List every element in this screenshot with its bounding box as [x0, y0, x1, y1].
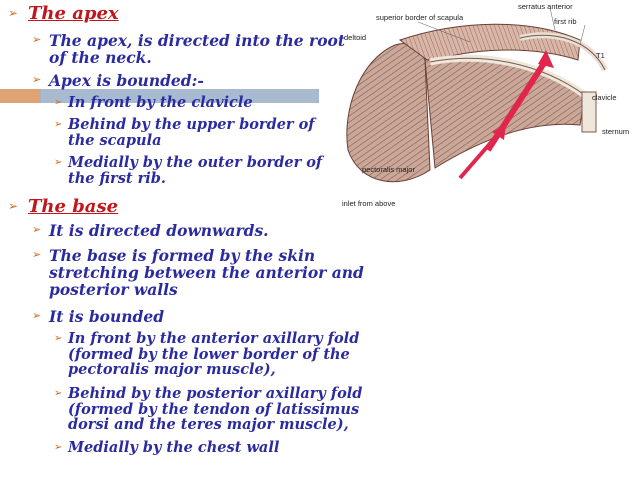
apex-item-1: ➢ The apex, is directed into the root of… [32, 32, 362, 66]
sternum-bone [581, 91, 597, 133]
base-item-1: ➢ It is directed downwards. [32, 222, 362, 239]
base-item-3a: ➢ In front by the anterior axillary fold… [54, 331, 372, 378]
arrowhead-bullet-icon: ➢ [54, 157, 63, 168]
label-pectoralis: pectoralis major [362, 165, 415, 174]
arrowhead-bullet-icon: ➢ [32, 73, 42, 86]
label-serratus: serratus anterior [518, 2, 573, 11]
apex-item-2c-text: Medially by the outer border of the firs… [68, 154, 323, 187]
base-item-2: ➢ The base is formed by the skin stretch… [32, 247, 374, 298]
axilla-inlet-figure: superior border of scapula serratus ante… [342, 2, 629, 208]
apex-item-2b-text: Behind by the upper border of the scapul… [68, 116, 315, 149]
apex-item-1-text: The apex, is directed into the root of t… [49, 31, 346, 67]
arrowhead-bullet-icon: ➢ [8, 6, 19, 20]
label-sternum: sternum [602, 127, 629, 136]
base-item-3: ➢ It is bounded [32, 308, 362, 325]
arrowhead-bullet-icon: ➢ [32, 223, 42, 236]
arrowhead-bullet-icon: ➢ [32, 309, 42, 322]
apex-item-2-text: Apex is bounded:- [49, 71, 204, 90]
base-item-3b: ➢ Behind by the posterior axillary fold … [54, 386, 372, 433]
apex-item-2: ➢ Apex is bounded:- [32, 72, 332, 89]
arrowhead-bullet-icon: ➢ [8, 199, 19, 213]
label-clavicle: clavicle [592, 93, 617, 102]
inlet-arrow-2 [458, 130, 502, 180]
inlet-arrowhead-2 [492, 124, 506, 140]
apex-item-2c: ➢ Medially by the outer border of the fi… [54, 155, 344, 186]
apex-heading: The apex [28, 3, 119, 24]
base-heading-row: ➢ The base [8, 197, 338, 217]
inlet-arrowhead-1 [538, 50, 554, 68]
accent-bar-orange [0, 89, 41, 103]
arrowhead-bullet-icon: ➢ [54, 97, 63, 108]
label-first-rib: first rib [554, 17, 577, 26]
label-superior-border: superior border of scapula [376, 13, 464, 22]
label-t1: T1 [596, 51, 605, 60]
arrowhead-bullet-icon: ➢ [32, 33, 42, 46]
label-inlet: inlet from above [342, 199, 395, 208]
apex-heading-row: ➢ The apex [8, 4, 338, 24]
base-item-3b-text: Behind by the posterior axillary fold (f… [68, 385, 363, 433]
arrowhead-bullet-icon: ➢ [54, 388, 63, 399]
base-item-1-text: It is directed downwards. [49, 221, 269, 240]
base-item-3c: ➢ Medially by the chest wall [54, 440, 372, 456]
accent-bar-blue [39, 89, 319, 103]
pectoralis-muscle [424, 57, 586, 169]
apex-item-2b: ➢ Behind by the upper border of the scap… [54, 117, 338, 148]
base-item-3a-text: In front by the anterior axillary fold (… [68, 330, 360, 378]
base-item-3-text: It is bounded [49, 307, 165, 326]
deltoid-muscle [346, 43, 431, 183]
base-heading: The base [28, 196, 119, 217]
apex-item-2a-text: In front by the clavicle [68, 94, 253, 111]
arrowhead-bullet-icon: ➢ [54, 119, 63, 130]
arrowhead-bullet-icon: ➢ [54, 442, 63, 453]
arrowhead-bullet-icon: ➢ [32, 248, 42, 261]
base-item-2-text: The base is formed by the skin stretchin… [49, 246, 364, 299]
apex-item-2a: ➢ In front by the clavicle [54, 95, 344, 111]
label-deltoid: deltoid [344, 33, 366, 42]
base-item-3c-text: Medially by the chest wall [68, 439, 280, 456]
arrowhead-bullet-icon: ➢ [54, 333, 63, 344]
